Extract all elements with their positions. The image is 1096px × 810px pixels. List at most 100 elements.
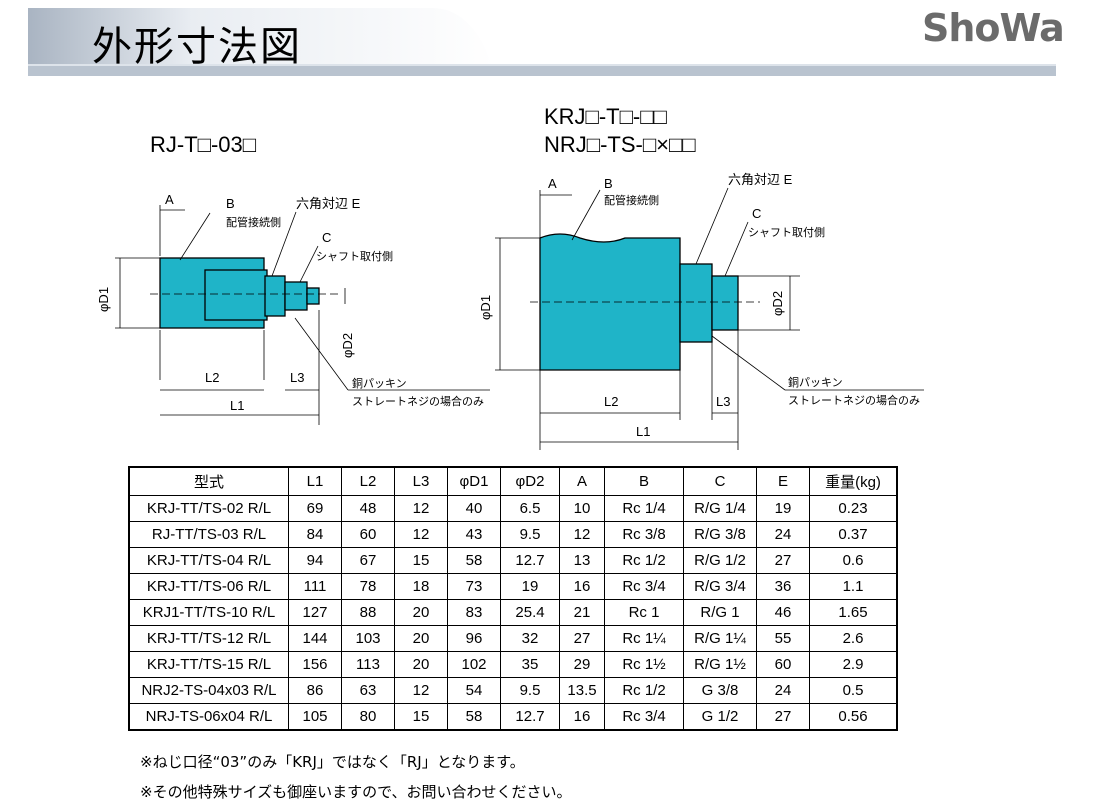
right-a-label: A xyxy=(548,176,557,191)
col-l2: L2 xyxy=(341,466,395,496)
table-cell: 12.7 xyxy=(500,547,560,574)
table-cell: 12.7 xyxy=(500,703,560,731)
table-cell: 36 xyxy=(756,573,810,600)
table-cell: 0.56 xyxy=(809,703,898,731)
col-weight: 重量(kg) xyxy=(809,466,898,496)
col-a: A xyxy=(559,466,605,496)
table-cell: KRJ-TT/TS-12 R/L xyxy=(128,625,289,652)
table-cell: 12 xyxy=(394,495,448,522)
right-packing-note: 銅パッキン xyxy=(788,375,843,389)
table-cell: 96 xyxy=(447,625,501,652)
table-cell: 0.23 xyxy=(809,495,898,522)
left-model-label: RJ-T□-03□ xyxy=(150,132,256,157)
right-model-label-2: NRJ□-TS-□×□□ xyxy=(544,132,696,157)
left-d2-label: φD2 xyxy=(340,333,355,358)
spec-table: 型式 L1 L2 L3 φD1 φD2 A B C E 重量(kg) KRJ-T… xyxy=(128,466,898,731)
note-line-2: ※その他特殊サイズも御座いますので、お問い合わせください。 xyxy=(140,783,572,801)
col-e: E xyxy=(756,466,810,496)
table-cell: 29 xyxy=(559,651,605,678)
table-cell: RJ-TT/TS-03 R/L xyxy=(128,521,289,548)
table-cell: 20 xyxy=(394,599,448,626)
table-cell: R/G 1/2 xyxy=(683,547,757,574)
right-d2-label: φD2 xyxy=(770,291,785,316)
table-cell: 69 xyxy=(288,495,342,522)
table-cell: 48 xyxy=(341,495,395,522)
col-c: C xyxy=(683,466,757,496)
left-e-label: 六角対辺 E xyxy=(296,196,361,211)
table-cell: Rc 3/8 xyxy=(604,521,684,548)
table-cell: Rc 3/4 xyxy=(604,703,684,731)
table-cell: 15 xyxy=(394,703,448,731)
table-cell: 63 xyxy=(341,677,395,704)
table-cell: 80 xyxy=(341,703,395,731)
table-cell: Rc 1½ xyxy=(604,651,684,678)
col-l1: L1 xyxy=(288,466,342,496)
table-cell: 58 xyxy=(447,547,501,574)
col-d2: φD2 xyxy=(500,466,560,496)
table-cell: 12 xyxy=(559,521,605,548)
right-e-label: 六角対辺 E xyxy=(728,172,793,187)
table-cell: 27 xyxy=(756,547,810,574)
left-l1-label: L1 xyxy=(230,398,244,413)
table-cell: R/G 1 xyxy=(683,599,757,626)
table-cell: 127 xyxy=(288,599,342,626)
table-cell: 2.9 xyxy=(809,651,898,678)
table-cell: 13.5 xyxy=(559,677,605,704)
table-cell: KRJ-TT/TS-02 R/L xyxy=(128,495,289,522)
table-cell: 102 xyxy=(447,651,501,678)
table-cell: 27 xyxy=(559,625,605,652)
table-cell: G 1/2 xyxy=(683,703,757,731)
table-cell: R/G 3/8 xyxy=(683,521,757,548)
table-cell: 40 xyxy=(447,495,501,522)
table-cell: 12 xyxy=(394,677,448,704)
table-cell: 156 xyxy=(288,651,342,678)
table-cell: 55 xyxy=(756,625,810,652)
table-cell: KRJ1-TT/TS-10 R/L xyxy=(128,599,289,626)
table-cell: 88 xyxy=(341,599,395,626)
table-cell: 16 xyxy=(559,703,605,731)
left-b-note: 配管接続側 xyxy=(226,215,281,229)
table-cell: R/G 1½ xyxy=(683,651,757,678)
table-cell: 15 xyxy=(394,547,448,574)
table-cell: 84 xyxy=(288,521,342,548)
page-title: 外形寸法図 xyxy=(92,24,302,70)
table-cell: 73 xyxy=(447,573,501,600)
table-cell: 13 xyxy=(559,547,605,574)
table-cell: 2.6 xyxy=(809,625,898,652)
table-cell: 83 xyxy=(447,599,501,626)
right-packing-note2: ストレートネジの場合のみ xyxy=(788,393,920,407)
table-cell: 60 xyxy=(756,651,810,678)
right-d1-label: φD1 xyxy=(478,295,493,320)
table-cell: G 3/8 xyxy=(683,677,757,704)
table-cell: 1.65 xyxy=(809,599,898,626)
note-line-1: ※ねじ口径“03”のみ「KRJ」ではなく「RJ」となります。 xyxy=(140,753,525,771)
table-cell: 43 xyxy=(447,521,501,548)
table-cell: KRJ-TT/TS-15 R/L xyxy=(128,651,289,678)
table-cell: NRJ2-TS-04x03 R/L xyxy=(128,677,289,704)
table-cell: Rc 1/4 xyxy=(604,495,684,522)
table-cell: Rc 1/2 xyxy=(604,677,684,704)
showa-logo: ShoWa xyxy=(922,6,1065,50)
header-band xyxy=(28,8,1056,76)
table-cell: R/G 1/4 xyxy=(683,495,757,522)
table-cell: Rc 3/4 xyxy=(604,573,684,600)
right-c-label: C xyxy=(752,206,761,221)
table-cell: R/G 1¼ xyxy=(683,625,757,652)
table-header-row: 型式 L1 L2 L3 φD1 φD2 A B C E 重量(kg) xyxy=(128,466,898,496)
table-cell: R/G 3/4 xyxy=(683,573,757,600)
col-b: B xyxy=(604,466,684,496)
table-cell: 20 xyxy=(394,651,448,678)
left-c-label: C xyxy=(322,230,331,245)
table-cell: 1.1 xyxy=(809,573,898,600)
table-cell: 24 xyxy=(756,677,810,704)
table-cell: NRJ-TS-06x04 R/L xyxy=(128,703,289,731)
table-cell: 144 xyxy=(288,625,342,652)
table-cell: 58 xyxy=(447,703,501,731)
table-cell: 27 xyxy=(756,703,810,731)
